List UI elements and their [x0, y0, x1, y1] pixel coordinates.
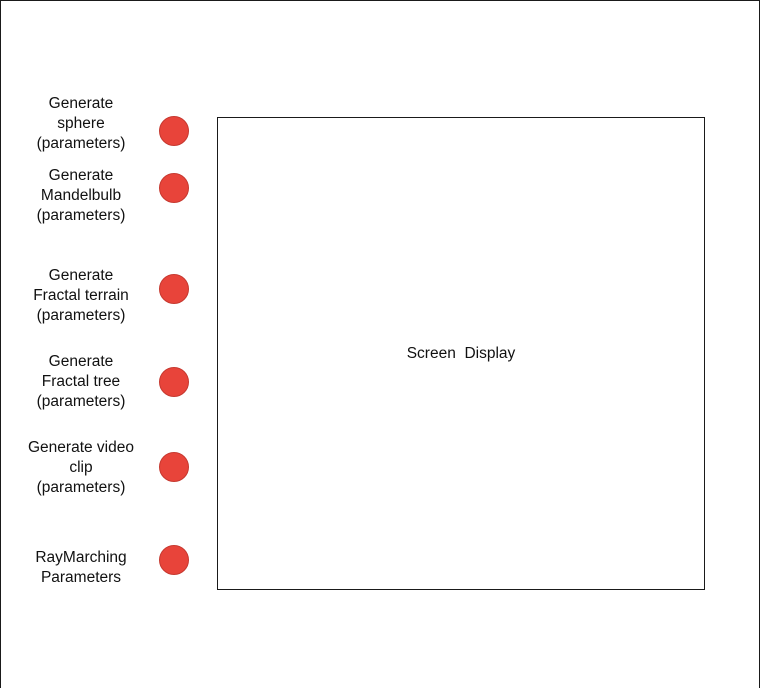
- generate-fractal-terrain-button[interactable]: [159, 274, 189, 304]
- generate-video-clip-button[interactable]: [159, 452, 189, 482]
- generate-fractal-tree-label: Generate Fractal tree (parameters): [36, 353, 126, 410]
- generate-mandelbulb-label: Generate Mandelbulb (parameters): [36, 167, 126, 224]
- generate-sphere-label: Generate sphere (parameters): [36, 95, 126, 152]
- generate-mandelbulb-button[interactable]: [159, 173, 189, 203]
- raymarching-parameters-label: RayMarching Parameters: [35, 549, 127, 586]
- screen-display-label: Screen Display: [406, 345, 516, 362]
- generate-fractal-terrain-label: Generate Fractal terrain (parameters): [33, 267, 129, 324]
- screen-display: Screen Display: [217, 117, 705, 590]
- generate-video-clip-label: Generate video clip (parameters): [28, 439, 134, 496]
- generate-sphere-button[interactable]: [159, 116, 189, 146]
- raymarching-parameters-button[interactable]: [159, 545, 189, 575]
- generate-fractal-tree-button[interactable]: [159, 367, 189, 397]
